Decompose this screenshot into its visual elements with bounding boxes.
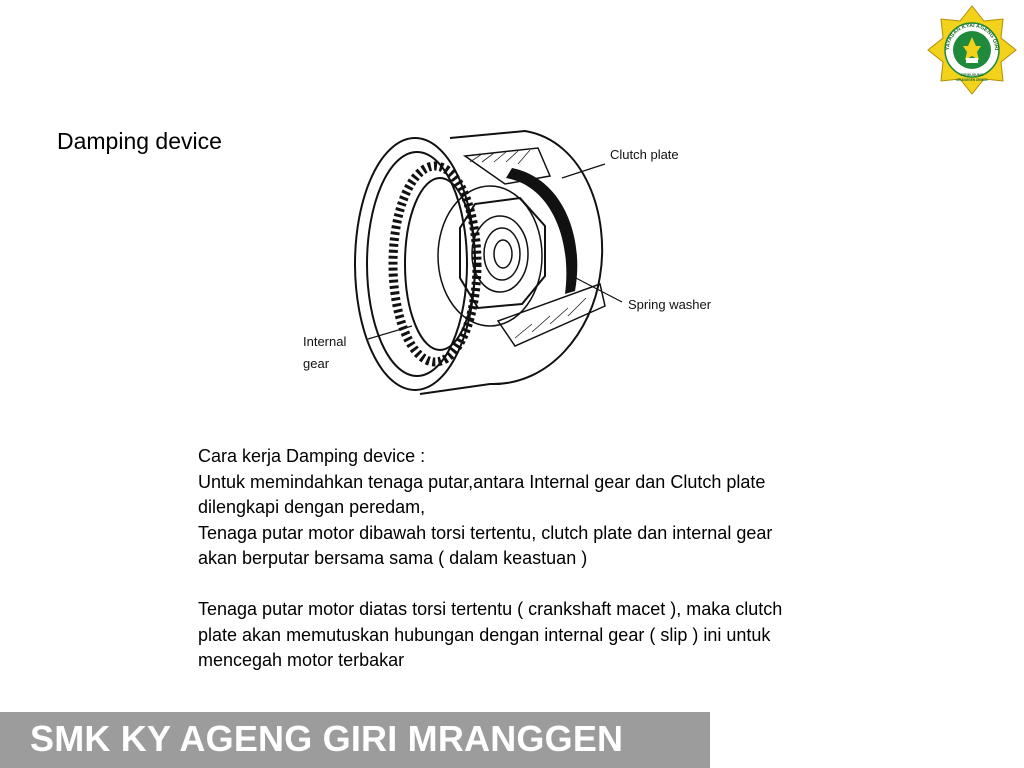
body-line: mencegah motor terbakar <box>198 648 898 674</box>
paragraph-spacer <box>198 572 898 598</box>
label-internal-gear-line2: gear <box>303 356 330 371</box>
damping-device-diagram: Clutch plate Spring washer Internal gear <box>300 126 740 398</box>
body-line: Cara kerja Damping device : <box>198 444 898 470</box>
footer-school-name: SMK KY AGENG GIRI MRANGGEN <box>30 718 623 760</box>
body-line: Untuk memindahkan tenaga putar,antara In… <box>198 470 898 496</box>
label-internal-gear-line1: Internal <box>303 334 346 349</box>
slide-title: Damping device <box>57 128 222 155</box>
body-line: dilengkapi dengan peredam, <box>198 495 898 521</box>
body-line: akan berputar bersama sama ( dalam keast… <box>198 546 898 572</box>
body-line: plate akan memutuskan hubungan dengan in… <box>198 623 898 649</box>
school-logo: YAYASAN KYAI AGENG GIRI GIRIKUSUMO MRANG… <box>926 4 1018 96</box>
logo-bottom-text-1: GIRIKUSUMO <box>960 73 984 77</box>
label-clutch-plate: Clutch plate <box>610 147 679 162</box>
body-line: Tenaga putar motor diatas torsi tertentu… <box>198 597 898 623</box>
logo-bottom-text-2: MRANGGEN DEMAK <box>956 78 988 82</box>
clutch-plate <box>506 168 577 294</box>
body-line: Tenaga putar motor dibawah torsi tertent… <box>198 521 898 547</box>
footer-bar: SMK KY AGENG GIRI MRANGGEN <box>0 712 710 768</box>
body-text: Cara kerja Damping device : Untuk memind… <box>198 444 898 674</box>
label-spring-washer: Spring washer <box>628 297 712 312</box>
